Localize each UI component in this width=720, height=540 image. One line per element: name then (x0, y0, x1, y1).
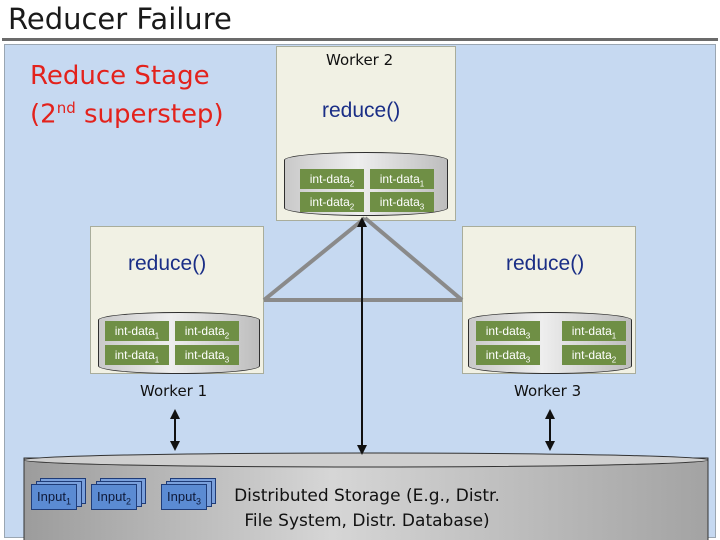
stage-line1: Reduce Stage (30, 61, 210, 91)
worker-1-cell: int-data2 (175, 321, 239, 341)
worker-1-label: Worker 1 (140, 382, 208, 400)
worker-3-cell: int-data3 (476, 345, 540, 365)
worker-2-cell: int-data2 (300, 169, 364, 189)
stage-label: Reduce Stage (2nd superstep) (30, 60, 224, 131)
input-1: Input1 (31, 484, 77, 510)
worker-1-reduce: reduce() (128, 252, 207, 275)
worker-3-reduce: reduce() (506, 252, 585, 275)
worker-3-cell: int-data3 (476, 321, 540, 341)
storage-label: Distributed Storage (E.g., Distr. File S… (234, 486, 500, 531)
input-3: Input3 (161, 484, 207, 510)
worker-1-cell: int-data1 (105, 345, 169, 365)
worker-2-label: Worker 2 (326, 51, 394, 69)
worker-3-cell: int-data2 (562, 345, 626, 365)
worker-1-cell: int-data1 (105, 321, 169, 341)
title-divider (2, 38, 718, 41)
worker-2-cell: int-data1 (370, 169, 434, 189)
slide-title: Reducer Failure (8, 2, 232, 36)
worker-2-reduce: reduce() (322, 99, 401, 122)
worker-2-cell: int-data3 (370, 192, 434, 212)
worker-1-cell: int-data3 (175, 345, 239, 365)
input-2: Input2 (91, 484, 137, 510)
worker-3-label: Worker 3 (514, 382, 582, 400)
worker-2-cell: int-data2 (300, 192, 364, 212)
stage-line2: (2nd superstep) (30, 99, 224, 130)
worker-3-cell: int-data1 (562, 321, 626, 341)
